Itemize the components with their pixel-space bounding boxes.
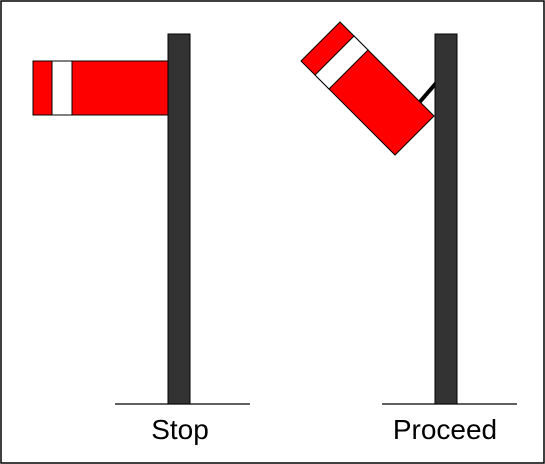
stop-arm-stripe bbox=[51, 60, 73, 116]
stop-signal bbox=[32, 33, 250, 405]
stop-post bbox=[167, 33, 191, 405]
stop-caption: Stop bbox=[151, 414, 209, 445]
proceed-arm bbox=[300, 21, 435, 156]
proceed-signal bbox=[300, 21, 517, 405]
proceed-caption: Proceed bbox=[392, 414, 498, 445]
proceed-arm-linkage bbox=[416, 80, 439, 106]
stop-arm bbox=[32, 60, 169, 116]
proceed-arm-stripe bbox=[314, 35, 369, 90]
proceed-post bbox=[434, 33, 458, 405]
